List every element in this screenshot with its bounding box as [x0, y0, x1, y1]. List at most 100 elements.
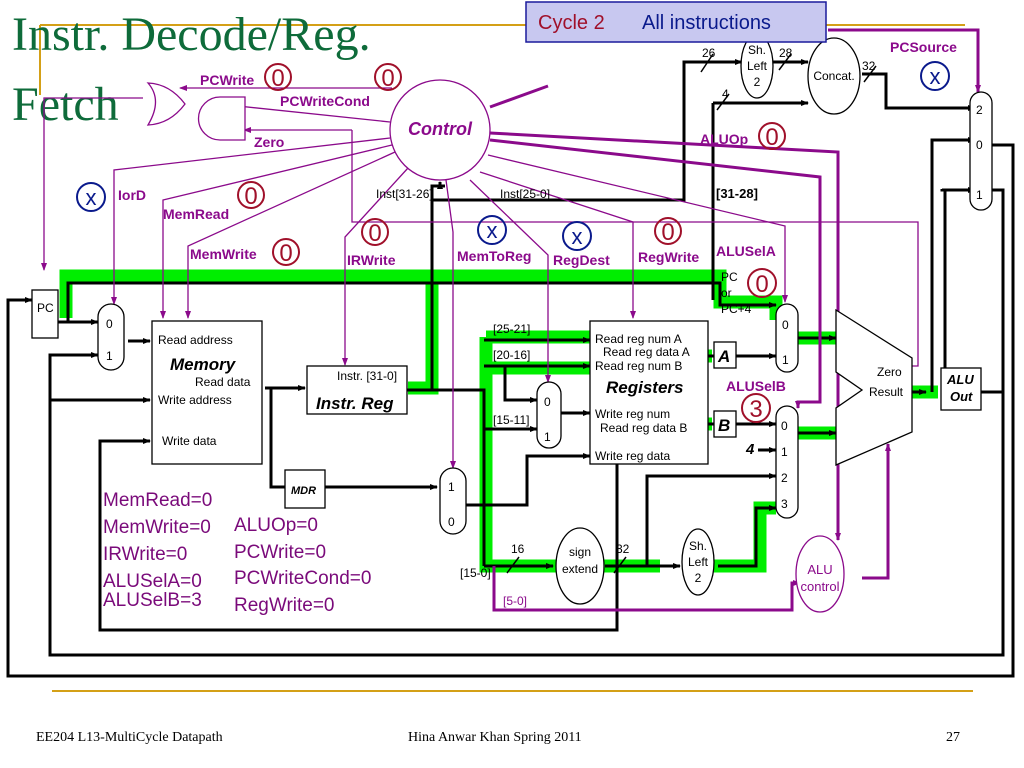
value-aluselA: 0 — [755, 271, 768, 298]
aluout-label-2: Out — [950, 389, 973, 404]
value-badge-memtoreg — [477, 215, 507, 245]
signal-aluselB: ALUSelB — [726, 378, 786, 394]
shift-left-top-label-3: 2 — [754, 75, 761, 89]
value-aluselB: 3 — [749, 396, 762, 423]
pcsource-mux-input-1: 1 — [976, 188, 983, 202]
alu-control — [795, 535, 845, 613]
aluselA-mux-input-0: 0 — [782, 318, 789, 332]
reg-read-num-a: Read reg num A — [595, 332, 682, 346]
regdest-mux-input-1: 1 — [544, 430, 551, 444]
bus-width-slash-32-top — [863, 65, 877, 83]
wire-label-15-0: [15-0] — [460, 566, 491, 580]
signal-pcwritecond: PCWriteCond — [280, 93, 370, 109]
alu-result-label: Result — [869, 385, 904, 399]
value-badge-regdest — [562, 221, 592, 251]
signal-irwrite: IRWrite — [347, 252, 396, 268]
pcsource-mux-input-2: 2 — [976, 103, 983, 117]
summary-item: PCWrite=0 — [234, 542, 326, 563]
value-badge-memwrite — [272, 238, 300, 266]
value-pcsource: x — [930, 64, 941, 89]
a-register — [713, 341, 737, 369]
bus-width-slash-16 — [506, 556, 520, 574]
signal-pcwrite: PCWrite — [200, 72, 254, 88]
aluselB-mux-input-0: 0 — [781, 419, 788, 433]
signal-regwrite: RegWrite — [638, 249, 699, 265]
aluselA-mux — [775, 303, 799, 373]
pcsource-mux-input-0: 0 — [976, 138, 983, 152]
regdest-mux-input-0: 0 — [544, 395, 551, 409]
memtoreg-mux-input-1: 1 — [448, 480, 455, 494]
wire-label-inst-31-26: Inst[31-26] — [376, 187, 433, 201]
iord-mux-input-1: 1 — [106, 349, 113, 363]
pc-or-pc4-line2: or — [721, 286, 732, 300]
value-badge-iord — [76, 182, 106, 212]
memtoreg-mux — [439, 467, 467, 535]
alu-control-label-1: ALU — [807, 562, 832, 577]
value-pcwrite: 0 — [271, 65, 284, 92]
value-badge-irwrite — [361, 218, 389, 246]
pc-or-pc4-line1: PC — [721, 270, 738, 284]
alu — [835, 308, 913, 466]
summary-item: PCWriteCond=0 — [234, 568, 371, 589]
footer-author: Hina Anwar Khan Spring 2011 — [408, 730, 582, 745]
bus-width-slash-4 — [716, 93, 730, 111]
sign-extend-label-2: extend — [562, 562, 598, 576]
bus-width-16: 16 — [511, 542, 525, 556]
footer-course: EE204 L13-MultiCycle Datapath — [36, 730, 223, 745]
summary-item: RegWrite=0 — [234, 595, 335, 616]
slide-title-line1: Instr. Decode/Reg. — [12, 8, 371, 61]
bus-width-26: 26 — [702, 46, 716, 60]
wire-label-20-16: [20-16] — [493, 348, 530, 362]
bus-width-32-top: 32 — [862, 59, 876, 73]
control-unit-label: Control — [408, 119, 473, 139]
a-register-label: A — [717, 347, 730, 366]
b-register-label: B — [718, 416, 730, 435]
const-four: 4 — [745, 441, 755, 458]
value-iord: x — [86, 185, 97, 210]
value-regdest: x — [572, 224, 583, 249]
shift-left-bottom-label-1: Sh. — [689, 539, 707, 553]
alu-zero-label: Zero — [877, 365, 902, 379]
value-badge-aluop — [758, 122, 786, 150]
pc-or-pc4-line3: PC+4 — [721, 302, 752, 316]
reg-read-num-b: Read reg num B — [595, 359, 682, 373]
signal-summary-right: ALUOp=0 PCWrite=0 PCWriteCond=0 RegWrite… — [234, 515, 371, 616]
value-badge-pcwritecond — [374, 63, 402, 91]
pcsource-mux — [969, 91, 993, 211]
signal-memtoreg: MemToReg — [457, 248, 531, 264]
signal-memwrite: MemWrite — [190, 246, 257, 262]
bus-width-slash-32-bottom — [613, 556, 627, 574]
b-register — [713, 410, 737, 438]
shift-left-bottom-label-2: Left — [688, 555, 709, 569]
value-badge-pcsource — [920, 61, 950, 91]
aluselA-mux-input-1: 1 — [782, 353, 789, 367]
reg-write-num: Write reg num — [595, 407, 670, 421]
control-unit — [389, 79, 491, 181]
shift-left-top-label-2: Left — [747, 59, 768, 73]
memory-read-address: Read address — [158, 333, 233, 347]
shift-left-bottom-label-3: 2 — [695, 571, 702, 585]
aluselB-mux-input-3: 3 — [781, 497, 788, 511]
ir-port-label: Instr. [31-0] — [337, 369, 397, 383]
or-gate — [146, 82, 186, 126]
sign-extend-label-1: sign — [569, 545, 591, 559]
memory-write-data: Write data — [162, 434, 217, 448]
wire-label-31-28: [31-28] — [716, 186, 758, 201]
summary-item: ALUOp=0 — [234, 515, 318, 536]
wire-label-inst-25-0: Inst[25-0] — [500, 187, 550, 201]
signal-memread: MemRead — [163, 206, 229, 222]
memory-title: Memory — [170, 355, 237, 374]
mdr-register — [284, 469, 326, 509]
memory-write-address: Write address — [158, 393, 232, 407]
slide-title-line2: Fetch — [12, 78, 119, 131]
reg-read-data-b: Read reg data B — [600, 421, 687, 435]
regdest-mux — [536, 381, 562, 449]
wire-label-5-0: [5-0] — [503, 594, 527, 608]
value-badge-memread — [237, 181, 265, 209]
pc-register — [31, 289, 59, 339]
bus-width-4: 4 — [722, 87, 729, 101]
summary-item: ALUSelA=0 — [103, 571, 202, 592]
signal-iord: IorD — [118, 187, 146, 203]
value-badge-aluselB — [741, 393, 771, 423]
